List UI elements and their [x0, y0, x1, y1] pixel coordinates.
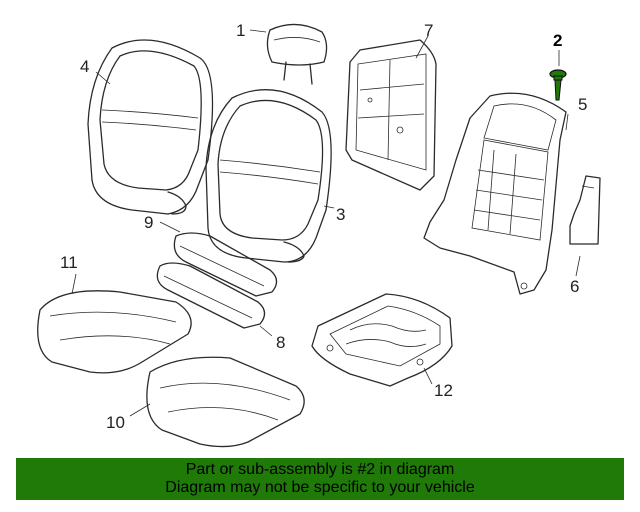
part-12-cushion-frame — [311, 293, 453, 387]
part-10-seat-cushion-lower — [146, 356, 305, 448]
banner-line-1: Part or sub-assembly is #2 in diagram — [185, 461, 455, 478]
part-4-seatback-cover-left — [87, 39, 214, 215]
callout-2: 2 — [553, 31, 562, 50]
part-11-seat-cushion-cover — [37, 290, 192, 374]
callout-1: 1 — [236, 21, 245, 40]
callout-7: 7 — [424, 21, 433, 40]
callout-10: 10 — [106, 413, 125, 432]
callout-9: 9 — [144, 213, 153, 232]
part-9-upper-bolster — [173, 232, 278, 297]
part-8-lower-bolster — [156, 262, 266, 329]
callout-5: 5 — [578, 95, 587, 114]
seat-parts-diagram: 1 2 3 4 5 6 7 8 9 10 11 12 — [37, 21, 601, 448]
part-3-seatback-cover-center — [205, 89, 332, 263]
callout-8: 8 — [276, 333, 285, 352]
banner-line-2: Diagram may not be specific to your vehi… — [165, 479, 475, 496]
part-1-headrest — [266, 23, 328, 85]
part-info-banner: Part or sub-assembly is #2 in diagram Di… — [16, 458, 624, 500]
part-6-side-trim — [569, 175, 601, 245]
part-7-back-panel — [345, 39, 437, 191]
callout-3: 3 — [336, 205, 345, 224]
callout-4: 4 — [80, 57, 89, 76]
part-5-seatback-frame — [423, 92, 567, 295]
callout-12: 12 — [434, 381, 453, 400]
callout-6: 6 — [570, 277, 579, 296]
callout-leaders — [71, 29, 581, 417]
callout-11: 11 — [60, 253, 78, 272]
part-2-bolt — [549, 69, 567, 101]
